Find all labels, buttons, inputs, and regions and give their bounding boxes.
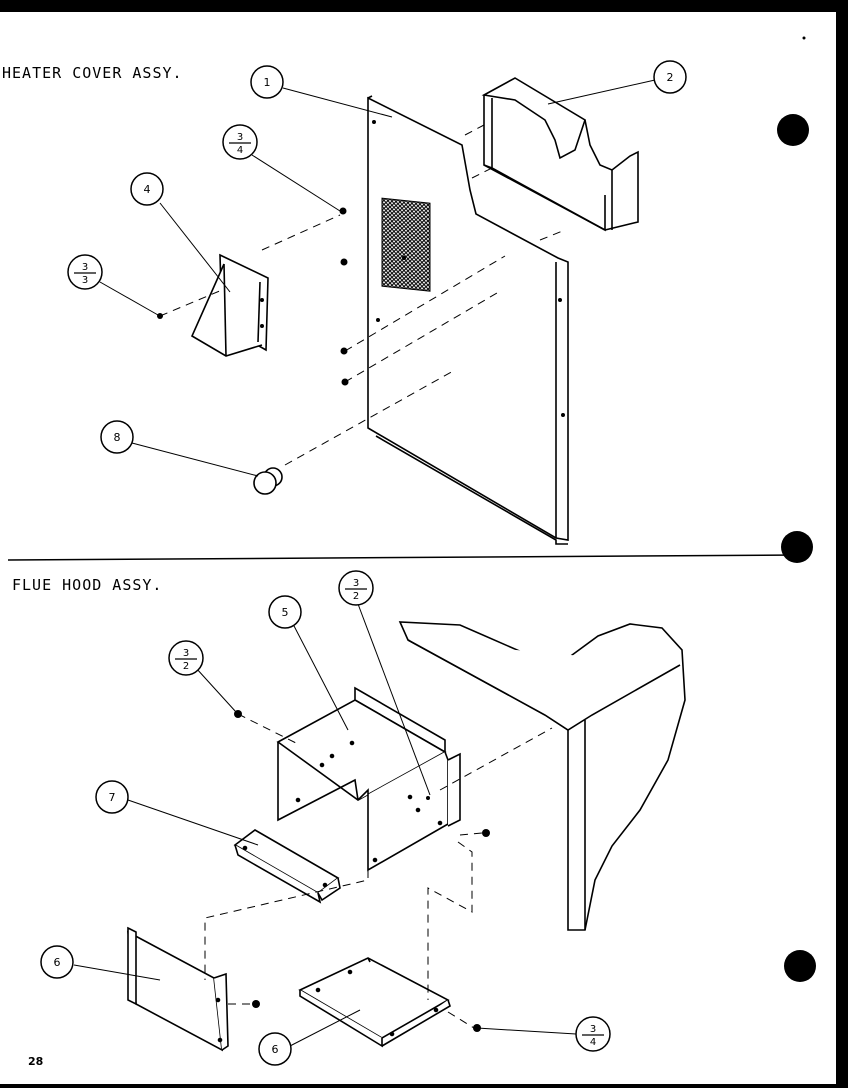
callout-2: 2 (667, 71, 674, 84)
callout-3-3-den: 3 (82, 275, 88, 286)
callout-4-bubble (130, 172, 164, 206)
speck (802, 36, 806, 40)
callout-3-4-bottom-den: 4 (590, 1037, 596, 1048)
callout-4: 4 (144, 183, 151, 196)
callout-3-2-left-num: 3 (183, 648, 189, 659)
deflector-plate (233, 829, 341, 904)
side-vent-hood (190, 253, 269, 357)
callout-3-3-num: 3 (82, 262, 88, 273)
callout-5: 5 (282, 606, 289, 619)
heater-cover-panel (367, 95, 569, 545)
callout-5-bubble (268, 595, 302, 629)
plug-button (253, 467, 283, 495)
callout-3-2-left-den: 2 (183, 661, 189, 672)
callout-3-4-bottom-bubble (575, 1016, 611, 1052)
callout-7: 7 (109, 791, 116, 804)
registration-dot-top (777, 114, 809, 146)
bottom-tray (298, 957, 451, 1048)
callout-6a: 6 (54, 956, 61, 969)
callout-2-bubble (653, 60, 687, 94)
callout-3-4-bottom-num: 3 (590, 1024, 596, 1035)
callout-3-3-bubble (67, 254, 103, 290)
callout-3-2-mid-bubble (338, 570, 374, 606)
flue-box-frame (276, 686, 461, 872)
callout-3-2-mid-den: 2 (353, 591, 359, 602)
heater-cover-assy-title: HEATER COVER ASSY. (2, 64, 183, 82)
registration-dot-bottom (784, 950, 816, 982)
registration-dot-middle (781, 531, 813, 563)
flue-hood-body (398, 621, 686, 931)
vent-grille (381, 197, 431, 292)
callout-6a-bubble (40, 945, 74, 979)
callout-1-bubble (250, 65, 284, 99)
section-divider (7, 554, 801, 561)
callout-3-4-top-num: 3 (237, 132, 243, 143)
flue-hood-assy-title: FLUE HOOD ASSY. (12, 576, 163, 594)
callout-6b-bubble (258, 1032, 292, 1066)
callout-7-bubble (95, 780, 129, 814)
callout-8: 8 (114, 431, 121, 444)
callout-3-4-top-bubble (222, 124, 258, 160)
page-number: 28 (28, 1055, 44, 1068)
callout-8-bubble (100, 420, 134, 454)
callout-3-2-left-bubble (168, 640, 204, 676)
callout-1: 1 (264, 76, 271, 89)
callout-6b: 6 (272, 1043, 279, 1056)
callout-3-2-mid-num: 3 (353, 578, 359, 589)
top-housing-box (481, 77, 639, 232)
callout-3-4-top-den: 4 (237, 145, 243, 156)
side-plate-left (127, 926, 229, 1052)
